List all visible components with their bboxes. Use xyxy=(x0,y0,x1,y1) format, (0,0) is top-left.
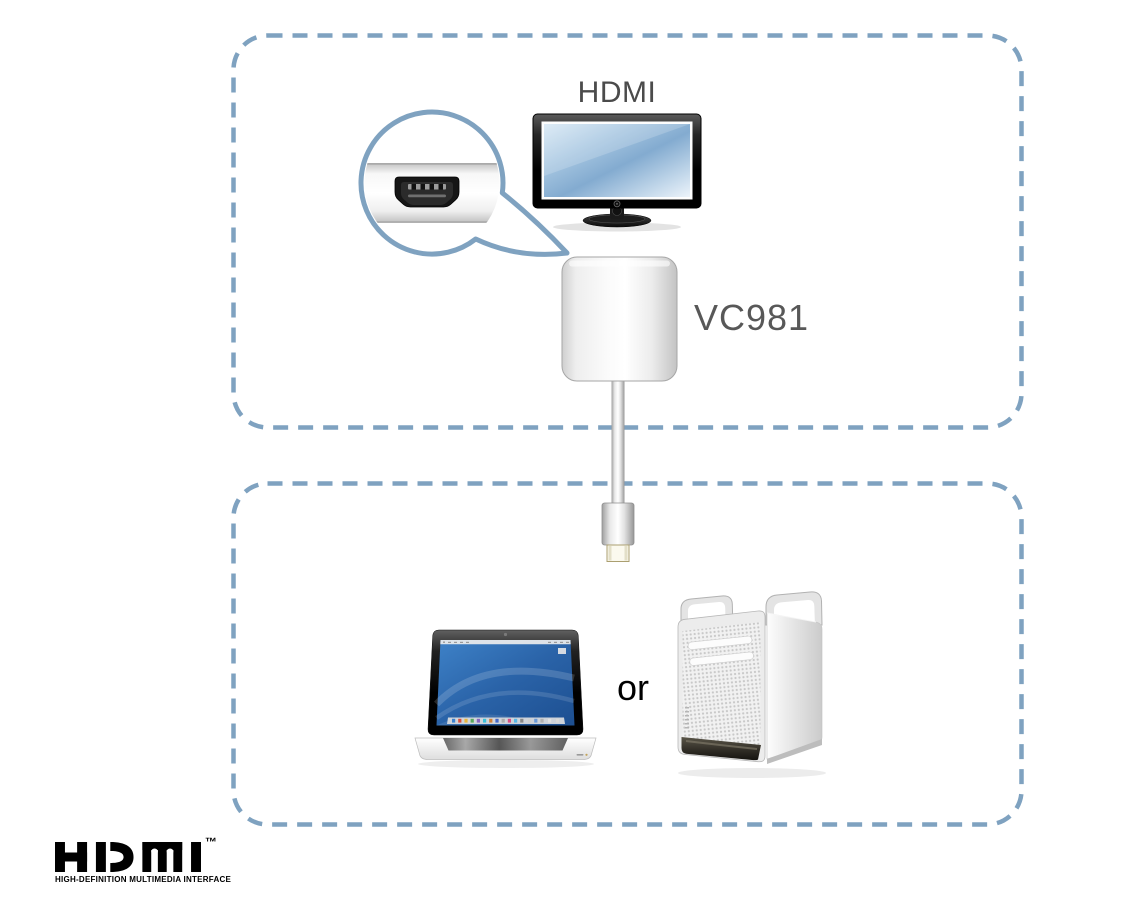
optical-drive-slots xyxy=(687,635,754,666)
tv-screen xyxy=(544,124,690,197)
tower-shadow xyxy=(678,768,826,778)
hdmi-logo-text: HDMI xyxy=(55,838,56,839)
hdmi-port-callout-icon xyxy=(358,109,570,257)
tower-side-panel xyxy=(766,612,823,760)
front-port-strip xyxy=(685,707,689,729)
adapter-body xyxy=(561,256,678,382)
vc981-model-label: VC981 xyxy=(694,297,810,338)
vc981-adapter-icon xyxy=(561,256,678,562)
laptop-icon xyxy=(414,629,597,768)
webcam-icon xyxy=(503,632,508,637)
trademark-symbol: ™ xyxy=(205,835,217,849)
bottom-panel-border xyxy=(231,481,1024,827)
laptop-screen xyxy=(436,640,575,726)
power-indicator xyxy=(585,753,588,756)
or-label: or xyxy=(617,667,650,708)
hdmi-logo: HDMI ™ HIGH-DEFINITION MULTIMEDIA INTERF… xyxy=(55,835,255,893)
hdmi-logo-wordmark xyxy=(55,842,201,872)
dock-icons xyxy=(452,718,560,723)
laptop-shadow xyxy=(418,760,594,768)
desktop-tower-icon xyxy=(677,591,826,778)
hdmi-logo-tagline: HIGH-DEFINITION MULTIMEDIA INTERFACE xyxy=(55,875,232,884)
top-panel-border xyxy=(231,33,1024,430)
mini-displayport-plug-icon xyxy=(601,502,635,562)
hdmi-port-icon xyxy=(394,176,460,208)
adapter-cable xyxy=(611,370,625,508)
hdmi-tv-icon xyxy=(532,113,702,232)
hdmi-display-label: HDMI xyxy=(577,76,657,109)
